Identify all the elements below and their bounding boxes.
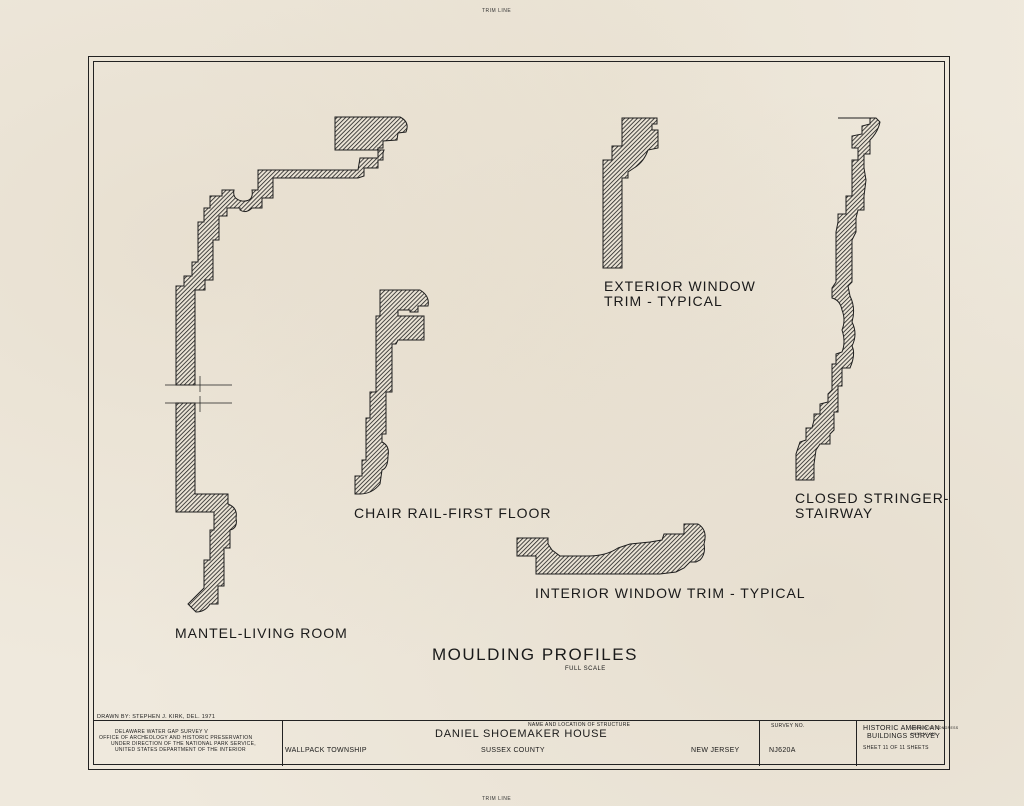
- label-stringer-line2: STAIRWAY: [795, 505, 874, 521]
- sheet-scale: FULL SCALE: [565, 666, 606, 672]
- habs-line-1: HISTORIC AMERICAN: [863, 725, 940, 732]
- label-exterior-line1: EXTERIOR WINDOW: [604, 278, 756, 294]
- habs-line-2: BUILDINGS SURVEY: [867, 733, 941, 740]
- sheet-border-outer: [88, 56, 950, 770]
- mantel-profile-upper: [175, 116, 408, 386]
- label-mantel: MANTEL-LIVING ROOM: [175, 625, 348, 641]
- state: NEW JERSEY: [691, 747, 740, 754]
- township: WALLPACK TOWNSHIP: [285, 747, 367, 754]
- label-interior: INTERIOR WINDOW TRIM - TYPICAL: [535, 585, 806, 601]
- trim-line-top: TRIM LINE: [482, 8, 512, 14]
- survey-caption: SURVEY NO.: [771, 723, 805, 729]
- structure-name: DANIEL SHOEMAKER HOUSE: [435, 728, 608, 740]
- loc-line-2: HABS NJ-620: [911, 732, 937, 736]
- label-exterior-line2: TRIM - TYPICAL: [604, 293, 723, 309]
- title-block-structure-cell: NAME AND LOCATION OF STRUCTURE DANIEL SH…: [283, 721, 857, 766]
- sheet-border-inner: [93, 61, 945, 765]
- office-line-1: DELAWARE WATER GAP SURVEY V: [115, 729, 209, 735]
- label-stringer-line1: CLOSED STRINGER-: [795, 490, 950, 506]
- drawn-by: DRAWN BY: STEPHEN J. KIRK, DEL. 1971: [97, 714, 216, 720]
- office-line-2: OFFICE OF ARCHEOLOGY AND HISTORIC PRESER…: [99, 735, 253, 741]
- survey-number: NJ620A: [769, 747, 796, 754]
- office-line-3: UNDER DIRECTION OF THE NATIONAL PARK SER…: [111, 741, 256, 747]
- exterior-window-trim-profile: [602, 117, 659, 269]
- county: SUSSEX COUNTY: [481, 747, 545, 754]
- mantel-profile-lower: [175, 402, 237, 613]
- closed-stringer-profile: [795, 117, 881, 481]
- title-block-habs-cell: HISTORIC AMERICAN BUILDINGS SURVEY SHEET…: [857, 721, 958, 766]
- trim-line-bottom: TRIM LINE: [482, 796, 512, 802]
- office-line-4: UNITED STATES DEPARTMENT OF THE INTERIOR: [115, 747, 246, 753]
- title-block: DRAWN BY: STEPHEN J. KIRK, DEL. 1971 DEL…: [93, 714, 958, 766]
- chair-rail-profile: [354, 289, 429, 495]
- sheet-title: MOULDING PROFILES: [432, 645, 638, 664]
- interior-window-trim-profile: [516, 523, 706, 575]
- sheet-info: SHEET 11 OF 11 SHEETS: [863, 745, 929, 751]
- title-block-office-cell: DRAWN BY: STEPHEN J. KIRK, DEL. 1971 DEL…: [93, 714, 283, 766]
- label-chair-rail: CHAIR RAIL-FIRST FLOOR: [354, 505, 552, 521]
- name-caption: NAME AND LOCATION OF STRUCTURE: [528, 722, 631, 728]
- loc-line-1: LIBRARY OF CONGRESS: [911, 726, 959, 730]
